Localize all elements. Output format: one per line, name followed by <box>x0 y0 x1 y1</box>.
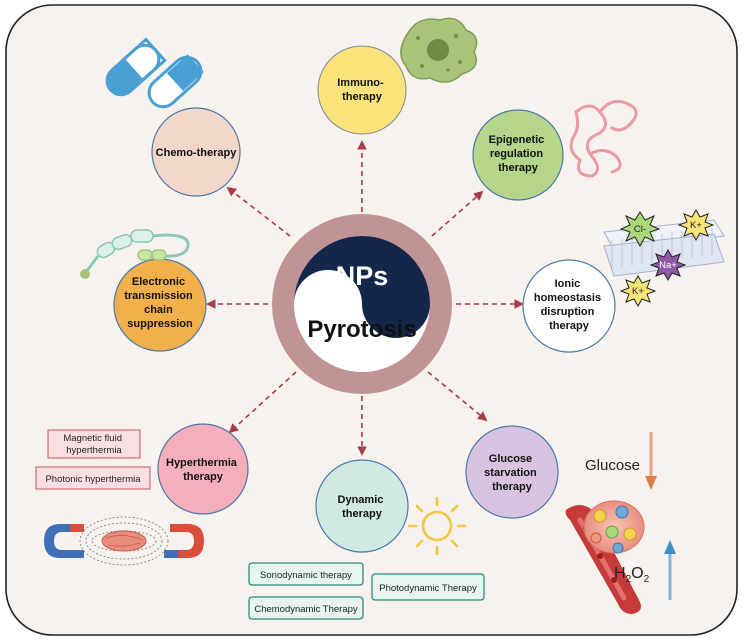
svg-text:Immuno- therapy: Immuno- therapy <box>337 77 387 103</box>
node-label: Glucose <box>489 453 532 465</box>
particle-chain-icon <box>80 229 190 279</box>
node-chemotherapy: Chemo-therapy <box>151 107 241 197</box>
sun-icon <box>407 496 467 556</box>
node-label: starvation <box>484 467 537 479</box>
svg-text:Hyperthermia therapy: Hyperthermia therapy <box>166 457 240 483</box>
tag-photodynamic: Photodynamic Therapy <box>371 573 485 601</box>
magnet-field-icon <box>44 516 204 566</box>
node-immunotherapy: Immuno- therapy <box>317 45 407 135</box>
h2o2-label: H2O2 <box>614 565 650 585</box>
tag-label: Magnetic fluid <box>63 433 122 444</box>
tag-magnetic-fluid: Magnetic fluid hyperthermia <box>47 429 141 459</box>
center-node: NPs Pyrotosis <box>272 214 452 394</box>
node-hyperthermia: Hyperthermia therapy <box>157 423 249 515</box>
yin-dark-half <box>294 236 430 338</box>
node-label: therapy <box>498 162 539 174</box>
immune-cell-icon <box>400 17 478 83</box>
center-top-label: NPs <box>336 261 389 291</box>
node-epigenetic: Epigenetic regulation therapy <box>472 109 564 201</box>
node-label: Hyperthermia <box>166 457 238 469</box>
node-label: chain <box>144 304 173 316</box>
node-label: therapy <box>342 508 383 520</box>
node-label: disruption <box>541 306 595 318</box>
arrow-glucose <box>427 371 488 422</box>
tag-label: hyperthermia <box>66 445 122 456</box>
potassium-ion-icon: K+ <box>677 208 715 242</box>
node-label: Dynamic <box>338 494 384 506</box>
potassium-ion-label-lower: K+ <box>632 286 644 297</box>
svg-text:Magnetic fluid hyperther: Magnetic fluid hyperthermia <box>63 433 124 456</box>
tag-label: Chemodynamic Therapy <box>254 604 358 615</box>
node-label: Epigenetic <box>489 134 545 146</box>
sodium-ion-icon: Na+ <box>649 248 687 282</box>
node-label: Chemo-therapy <box>156 147 238 159</box>
glucose-decrease-arrow-icon <box>645 432 657 490</box>
node-glucose: Glucose starvation therapy <box>465 425 559 519</box>
node-label: Immuno- <box>337 77 384 89</box>
node-label: suppression <box>127 318 193 330</box>
tag-chemodynamic: Chemodynamic Therapy <box>248 596 364 620</box>
node-ionic: Ionic homeostasis disruption therapy <box>522 259 616 353</box>
svg-text:Electronic transmission: Electronic transmission chain suppressio… <box>124 276 196 330</box>
node-label: regulation <box>490 148 543 160</box>
node-dynamic: Dynamic therapy <box>315 459 409 553</box>
node-label: homeostasis <box>534 292 601 304</box>
potassium-ion-icon-lower: K+ <box>619 274 657 308</box>
node-label: therapy <box>183 471 224 483</box>
svg-text:Glucose starvation: Glucose starvation therapy <box>484 453 540 493</box>
svg-text:Chemo-therapy: Chemo-therapy <box>156 147 238 159</box>
tag-label: Photonic hyperthermia <box>45 474 141 485</box>
tag-label: Sonodynamic therapy <box>260 570 352 581</box>
tag-sonodynamic: Sonodynamic therapy <box>248 562 364 586</box>
arrow-hyperthermia <box>228 371 297 434</box>
chloride-ion-label: Cl- <box>634 224 646 235</box>
svg-text:Epigenetic regulation: Epigenetic regulation therapy <box>489 134 548 174</box>
tag-label: Photodynamic Therapy <box>379 583 477 594</box>
arrows <box>206 140 524 456</box>
svg-text:Ionic homeostasis: Ionic homeostasis disruption therapy <box>534 278 604 332</box>
node-label: Ionic <box>555 278 581 290</box>
chromatin-icon <box>569 99 638 178</box>
node-label: transmission <box>124 290 193 302</box>
svg-text:Dynamic therapy: Dynamic therapy <box>338 494 387 520</box>
sodium-ion-label: Na+ <box>659 260 677 271</box>
node-label: therapy <box>342 91 383 103</box>
node-label: therapy <box>549 320 590 332</box>
potassium-ion-label: K+ <box>690 220 702 231</box>
node-electronic: Electronic transmission chain suppressio… <box>113 258 207 352</box>
capsule-pills-icon <box>105 37 204 109</box>
chloride-ion-icon: Cl- <box>619 211 661 248</box>
blood-vessel-tumor-icon <box>565 500 645 614</box>
h2o2-increase-arrow-icon <box>664 540 676 600</box>
center-bottom-label: Pyrotosis <box>307 316 416 343</box>
tag-photonic: Photonic hyperthermia <box>35 466 151 490</box>
arrow-chemo <box>226 186 291 237</box>
node-label: Electronic <box>132 276 185 288</box>
node-label: therapy <box>492 481 533 493</box>
glucose-label: Glucose <box>585 457 640 474</box>
arrow-epigenetic <box>431 190 484 237</box>
